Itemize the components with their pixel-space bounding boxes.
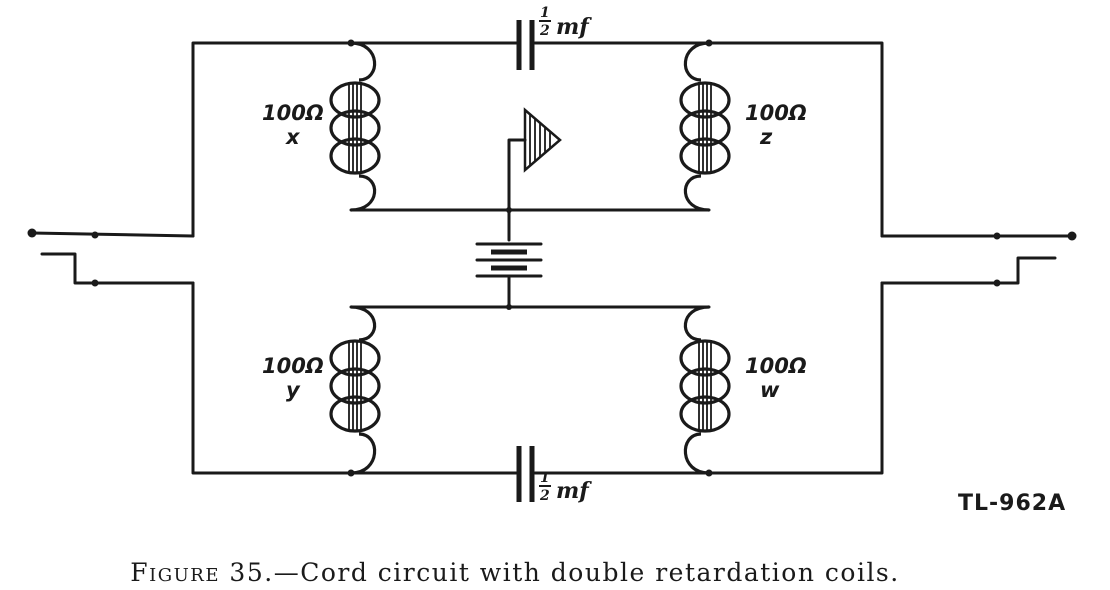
coil-y	[329, 305, 381, 475]
coil-z-letter: z	[759, 125, 773, 149]
figure-caption-text: —Cord circuit with double retardation co…	[273, 558, 900, 587]
cap-top-frac-num: 1	[540, 5, 550, 21]
left-tip-lead	[30, 231, 195, 238]
left-sleeve-junction	[91, 279, 99, 287]
figure-number: Figure 35.	[130, 558, 274, 587]
coil-x-resistance: 100Ω	[262, 101, 324, 125]
right-sleeve-junction	[993, 279, 1001, 287]
cap-bottom-value: mf	[556, 478, 592, 504]
battery-symbol	[475, 242, 543, 278]
junction-dot	[506, 207, 512, 213]
junction-dots	[347, 39, 713, 477]
junction-dot	[506, 304, 512, 310]
capacitor-bottom	[516, 446, 535, 502]
coil-w-resistance: 100Ω	[745, 354, 807, 378]
capacitor-bottom-label: 1 2 mf	[539, 470, 592, 504]
left-sleeve-lead	[40, 252, 195, 285]
cap-bottom-frac-num: 1	[540, 470, 550, 486]
cap-top-value: mf	[556, 14, 592, 40]
lamp-lead	[507, 138, 527, 212]
capacitor-top	[516, 20, 535, 70]
capacitor-top-label: 1 2 mf	[539, 5, 592, 40]
right-tip-terminal	[1067, 231, 1077, 241]
coil-w-letter: w	[760, 378, 780, 402]
left-tip-junction	[91, 231, 99, 239]
wiring	[30, 41, 1072, 475]
top-rail-right	[533, 41, 884, 238]
right-sleeve-lead	[880, 256, 1057, 285]
top-rail-left	[191, 41, 519, 238]
drawing-code: TL-962A	[958, 491, 1066, 516]
coil-y-letter: y	[286, 378, 301, 402]
coil-w	[679, 305, 731, 475]
plug-terminals	[27, 228, 1077, 287]
coil-y-resistance: 100Ω	[262, 354, 324, 378]
coil-x-letter: x	[285, 125, 301, 149]
bottom-rail-right	[533, 281, 884, 475]
left-tip-terminal	[27, 228, 37, 238]
bottom-rail-left	[191, 281, 519, 475]
coil-x	[329, 41, 381, 212]
cap-top-frac-den: 2	[539, 23, 550, 39]
coil-z	[679, 41, 731, 212]
right-tip-junction	[993, 232, 1001, 240]
figure-caption: Figure 35.—Cord circuit with double reta…	[0, 558, 1030, 587]
coil-z-resistance: 100Ω	[745, 101, 807, 125]
lamp-icon	[523, 107, 562, 173]
cap-bottom-frac-den: 2	[539, 488, 550, 504]
